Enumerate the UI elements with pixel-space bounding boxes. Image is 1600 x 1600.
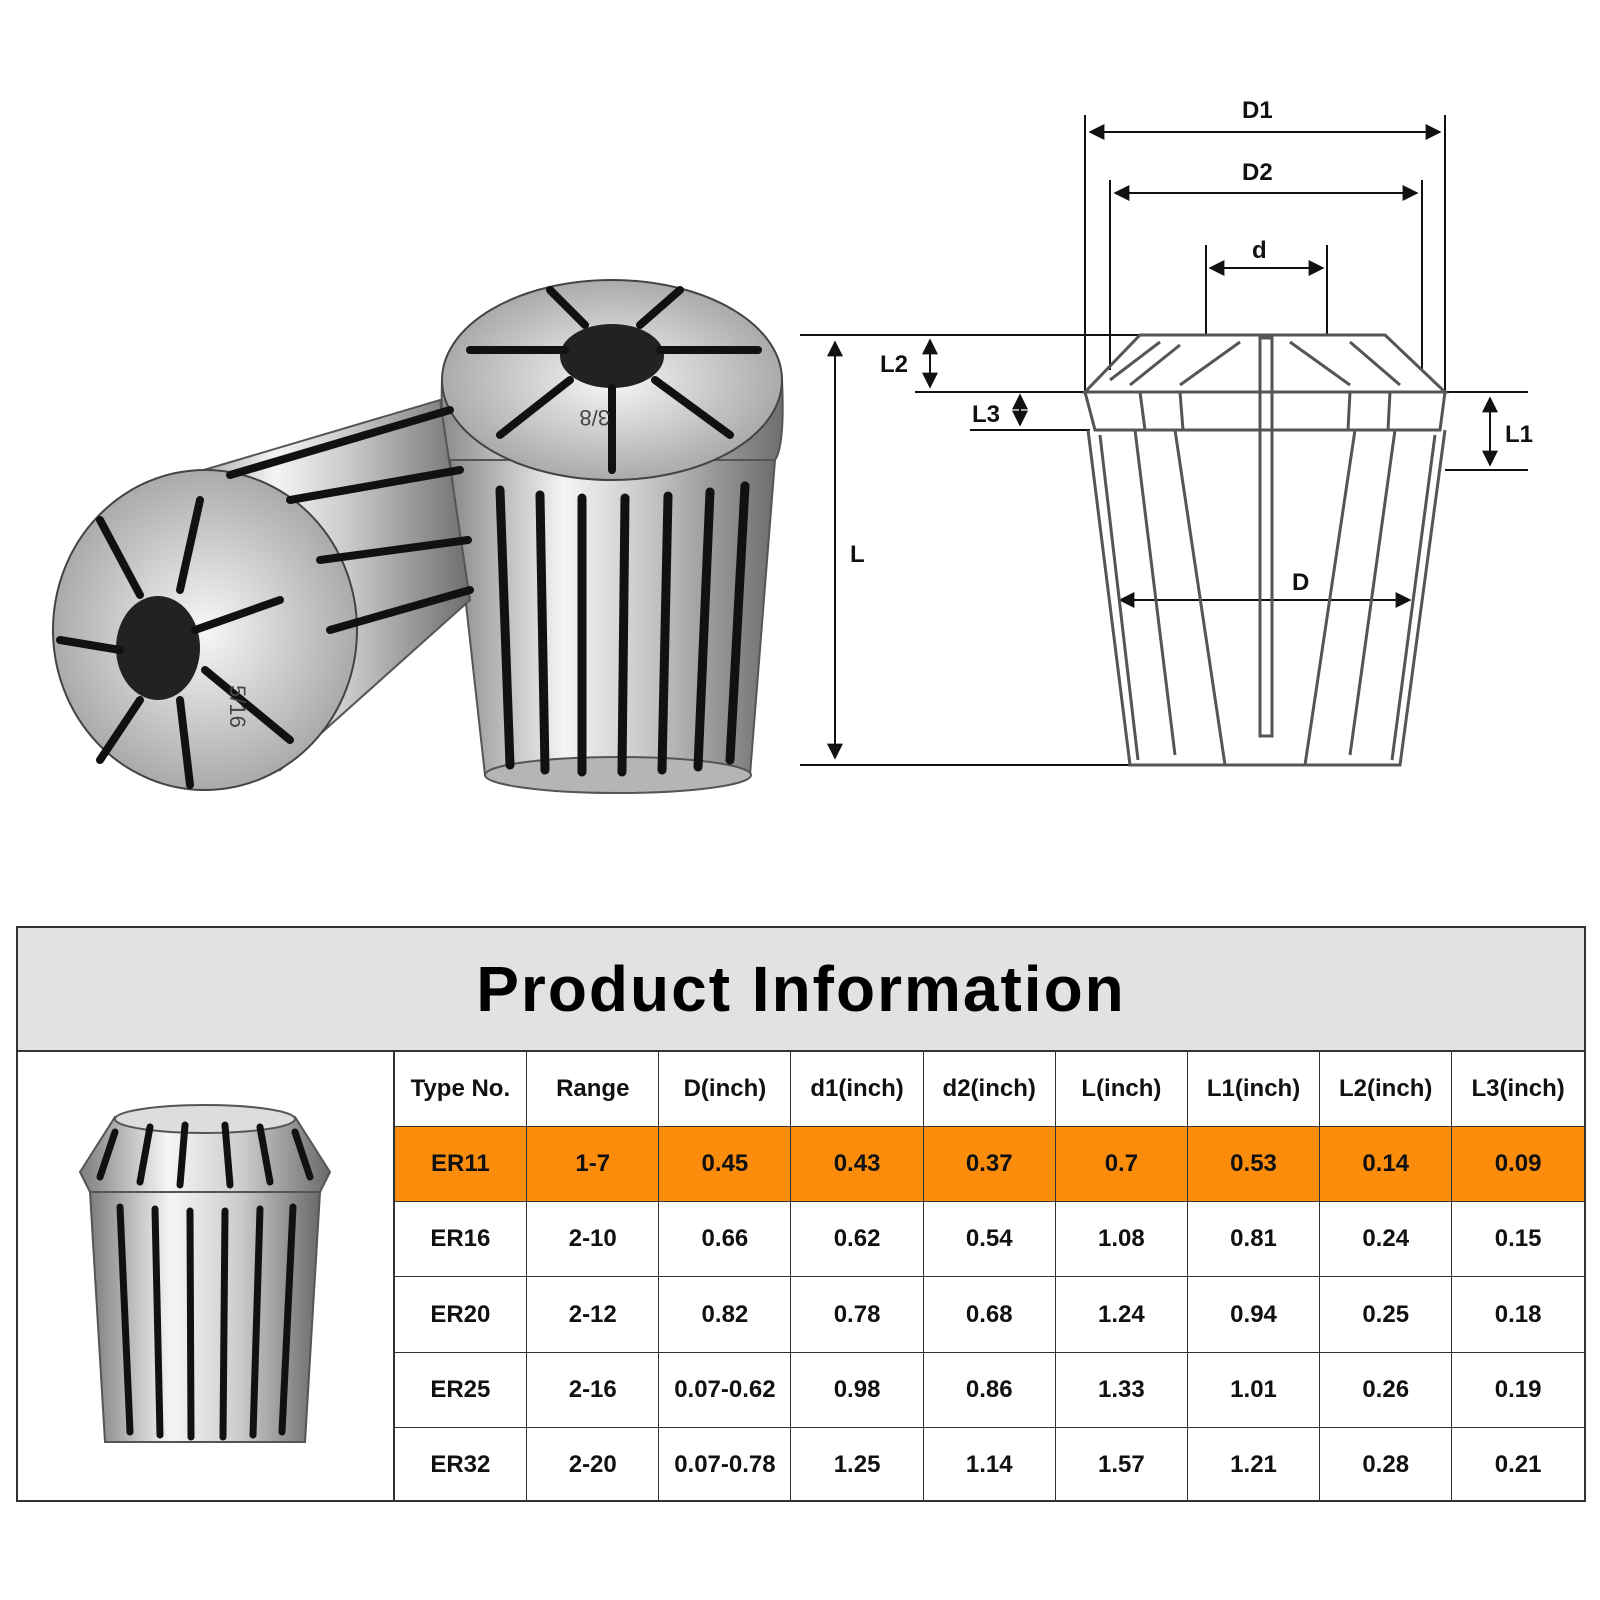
- table-cell: 1.24: [1054, 1276, 1188, 1353]
- spec-table-header-row: Type No. Range D(inch) d1(inch) d2(inch)…: [394, 1052, 1584, 1127]
- single-collet-photo: [18, 1052, 395, 1502]
- table-cell: ER32: [394, 1427, 528, 1502]
- label-L2: L2: [880, 351, 908, 378]
- table-cell: 2-12: [526, 1276, 660, 1353]
- table-cell: 1.33: [1054, 1351, 1188, 1429]
- left-collet: 5/16: [52, 398, 474, 791]
- dimension-drawing: D1 D2 d L2 L3 L1 L D: [800, 80, 1580, 800]
- table-cell: 1-7: [526, 1125, 660, 1203]
- table-row: ER32 2-20 0.07-0.78 1.25 1.14 1.57 1.21 …: [394, 1427, 1584, 1502]
- table-cell: 0.68: [922, 1276, 1056, 1353]
- single-collet-illustration: [79, 1104, 332, 1443]
- label-D2: D2: [1242, 159, 1273, 186]
- table-cell: 0.94: [1186, 1276, 1321, 1353]
- dimension-drawing-svg: D1 D2 d L2 L3 L1 L D: [800, 97, 1533, 767]
- product-information-header: Product Information: [18, 928, 1584, 1052]
- table-cell: 0.98: [790, 1351, 924, 1429]
- table-cell: 0.09: [1451, 1125, 1584, 1203]
- table-cell: 0.24: [1319, 1201, 1453, 1278]
- table-cell: 1.01: [1186, 1351, 1321, 1429]
- collet-photos: 3/8 5/16: [30, 270, 810, 830]
- table-cell: ER20: [394, 1276, 528, 1353]
- header-L3-inch: L3(inch): [1451, 1052, 1584, 1127]
- label-L3: L3: [972, 401, 1000, 428]
- table-cell: 1.25: [790, 1427, 924, 1502]
- label-d: d: [1252, 237, 1267, 264]
- table-cell: 1.21: [1186, 1427, 1321, 1502]
- table-cell: 1.57: [1054, 1427, 1188, 1502]
- header-d2-inch: d2(inch): [922, 1052, 1056, 1127]
- table-cell: 0.07-0.62: [658, 1351, 792, 1429]
- table-cell: 1.14: [922, 1427, 1056, 1502]
- collet-photo-illustration: 3/8 5/16: [52, 279, 784, 794]
- table-cell: 0.14: [1319, 1125, 1453, 1203]
- header-L1-inch: L1(inch): [1186, 1052, 1321, 1127]
- right-collet: 3/8: [440, 279, 784, 794]
- product-information-title: Product Information: [476, 953, 1126, 1025]
- header-d1-inch: d1(inch): [790, 1052, 924, 1127]
- header-range: Range: [526, 1052, 660, 1127]
- table-cell: 0.15: [1451, 1201, 1584, 1278]
- table-cell: 0.45: [658, 1125, 792, 1203]
- header-D-inch: D(inch): [658, 1052, 792, 1127]
- label-D1: D1: [1242, 97, 1273, 124]
- header-L2-inch: L2(inch): [1319, 1052, 1453, 1127]
- spec-table: Type No. Range D(inch) d1(inch) d2(inch)…: [394, 1052, 1584, 1502]
- table-cell: ER11: [394, 1125, 528, 1203]
- label-L: L: [850, 541, 865, 568]
- table-cell: 0.81: [1186, 1201, 1321, 1278]
- table-cell: 0.53: [1186, 1125, 1321, 1203]
- table-cell: ER25: [394, 1351, 528, 1429]
- collet-outline: [1081, 333, 1449, 767]
- label-D: D: [1292, 569, 1309, 596]
- table-cell: 0.25: [1319, 1276, 1453, 1353]
- table-cell: 2-20: [526, 1427, 660, 1502]
- table-row: ER20 2-12 0.82 0.78 0.68 1.24 0.94 0.25 …: [394, 1276, 1584, 1353]
- table-cell: 0.86: [922, 1351, 1056, 1429]
- table-cell: 0.37: [922, 1125, 1056, 1203]
- product-information-body: Type No. Range D(inch) d1(inch) d2(inch)…: [18, 1052, 1584, 1502]
- left-collet-marking: 5/16: [225, 685, 250, 728]
- table-cell: ER16: [394, 1201, 528, 1278]
- header-L-inch: L(inch): [1054, 1052, 1188, 1127]
- table-row: ER11 1-7 0.45 0.43 0.37 0.7 0.53 0.14 0.…: [394, 1125, 1584, 1203]
- header-type-no: Type No.: [394, 1052, 528, 1127]
- table-row: ER16 2-10 0.66 0.62 0.54 1.08 0.81 0.24 …: [394, 1201, 1584, 1278]
- table-cell: 0.62: [790, 1201, 924, 1278]
- right-collet-marking: 3/8: [579, 405, 610, 430]
- table-cell: 0.7: [1054, 1125, 1188, 1203]
- table-cell: 0.07-0.78: [658, 1427, 792, 1502]
- table-cell: 0.66: [658, 1201, 792, 1278]
- table-cell: 0.21: [1451, 1427, 1584, 1502]
- table-cell: 0.28: [1319, 1427, 1453, 1502]
- table-cell: 0.78: [790, 1276, 924, 1353]
- table-cell: 0.82: [658, 1276, 792, 1353]
- table-cell: 2-10: [526, 1201, 660, 1278]
- table-cell: 0.54: [922, 1201, 1056, 1278]
- table-cell: 2-16: [526, 1351, 660, 1429]
- table-row: ER25 2-16 0.07-0.62 0.98 0.86 1.33 1.01 …: [394, 1351, 1584, 1429]
- table-cell: 0.18: [1451, 1276, 1584, 1353]
- table-cell: 0.19: [1451, 1351, 1584, 1429]
- table-cell: 0.26: [1319, 1351, 1453, 1429]
- table-cell: 0.43: [790, 1125, 924, 1203]
- label-L1: L1: [1505, 421, 1533, 448]
- product-information-panel: Product Information: [16, 926, 1586, 1502]
- table-cell: 1.08: [1054, 1201, 1188, 1278]
